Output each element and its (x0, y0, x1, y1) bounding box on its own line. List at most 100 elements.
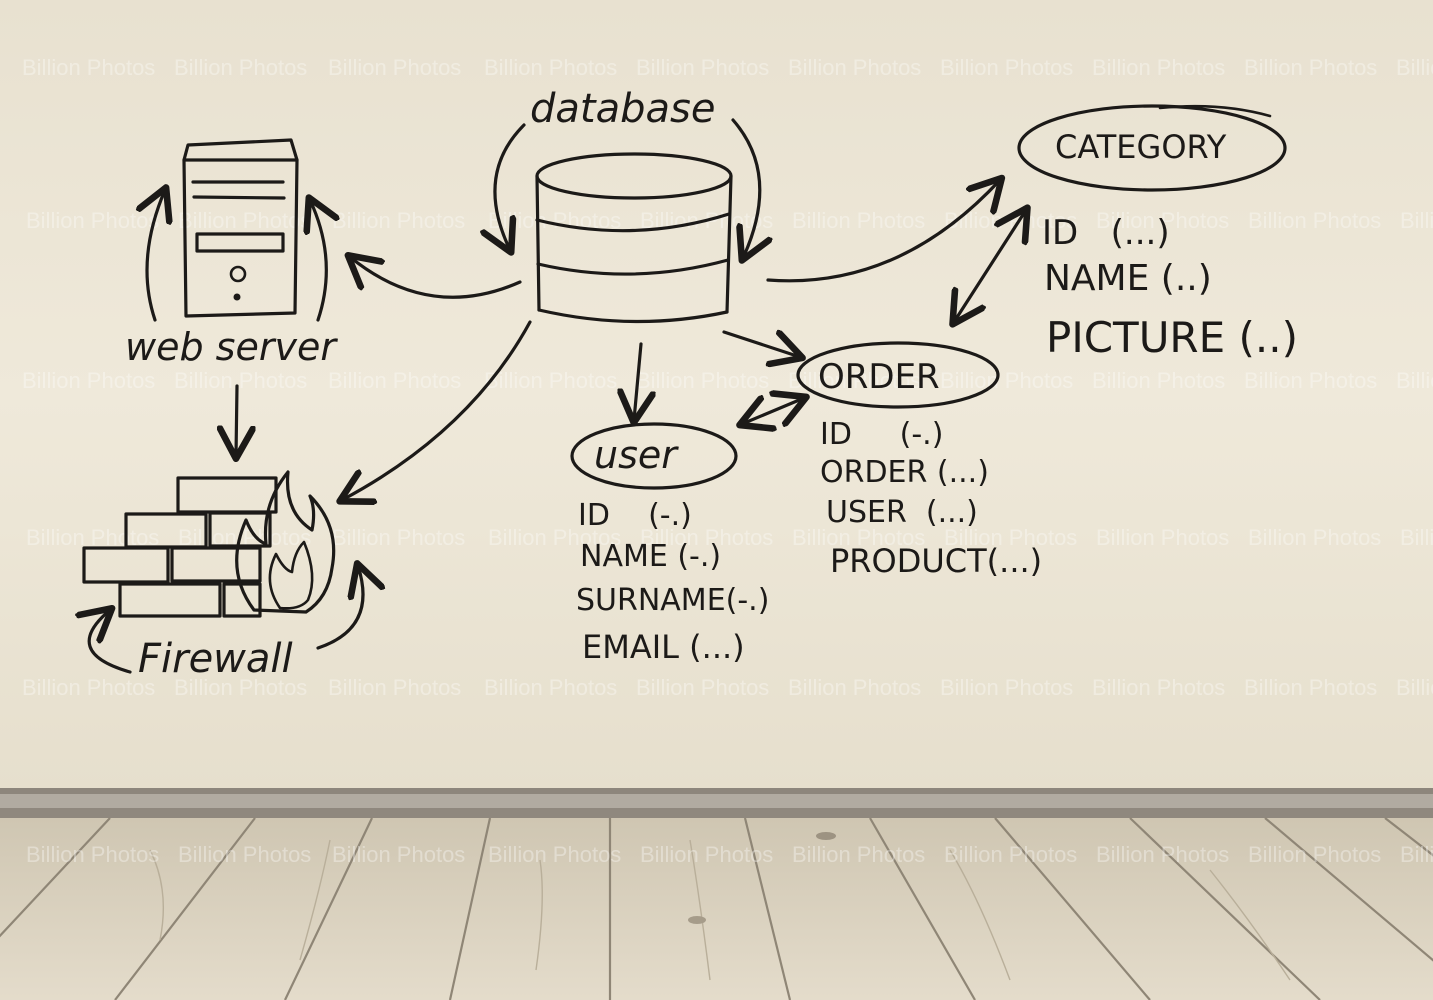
wall (0, 0, 1433, 790)
watermark-text: Billion Photos (1092, 368, 1225, 393)
watermark-text: Billion Photos (636, 368, 769, 393)
server-tower-icon (182, 138, 299, 318)
watermark-text: Billion Photos (174, 675, 307, 700)
watermark-text: Billion Photos (640, 525, 773, 550)
watermark-text: Billion Photos (332, 525, 465, 550)
server-left-loop-arrow (147, 190, 165, 322)
watermark-text: Billion Photos (1248, 525, 1381, 550)
user-title: user (594, 433, 679, 477)
watermark-text: Billion Photos (488, 525, 621, 550)
firewall-node: Firewall (82, 470, 363, 682)
watermark-text: Billion Photos (1096, 842, 1229, 867)
watermark-text: Billion Photos (26, 208, 159, 233)
user-field: EMAIL (...) (582, 628, 745, 666)
watermark-text: Billion Photos (332, 842, 465, 867)
watermark-text: Billion Photos (1396, 675, 1433, 700)
watermark-text: Billion Photos (328, 55, 461, 80)
watermark-text: Billion Photos (792, 842, 925, 867)
watermark-text: Billion Photos (1248, 208, 1381, 233)
watermark-text: Billion Photos (484, 675, 617, 700)
order-entity: ORDER ID (-.) ORDER (...) USER (...) PRO… (796, 341, 1042, 580)
arrow-db-to-webserver (350, 257, 522, 299)
watermark-text: Billion Photos (1244, 675, 1377, 700)
order-field: USER (...) (826, 495, 978, 530)
watermark-text: Billion Photos (174, 368, 307, 393)
watermark-text: Billion Photos (940, 55, 1073, 80)
watermark-text: Billion Photos (792, 525, 925, 550)
watermark-text: Billion Photos (22, 675, 155, 700)
wooden-floor (0, 817, 1433, 1000)
watermark-text: Billion Photos (26, 842, 159, 867)
watermark-text: Billion Photos (178, 208, 311, 233)
baseboard (0, 788, 1433, 818)
watermark-text: Billion Photos (1244, 55, 1377, 80)
watermark-text: Billion Photos (944, 525, 1077, 550)
firewall-left-curl-arrow (89, 610, 132, 674)
brick-wall-icon (82, 476, 278, 618)
connector-arrows (236, 180, 1026, 500)
watermark-text: Billion Photos (22, 55, 155, 80)
watermark-text: Billion Photos (940, 675, 1073, 700)
watermark-text: Billion Photos (328, 675, 461, 700)
watermark-text: Billion Photos (484, 55, 617, 80)
watermark-text: Billion Photos (1396, 368, 1433, 393)
user-field: NAME (-.) (580, 539, 721, 574)
category-oval (1017, 104, 1287, 192)
arrow-db-to-firewall (342, 320, 532, 500)
firewall-label: Firewall (138, 636, 293, 682)
fire-icon (235, 470, 336, 614)
category-field: PICTURE (..) (1046, 313, 1298, 362)
db-left-loop-arrow (495, 123, 526, 250)
user-field: ID (-.) (578, 498, 692, 533)
arrow-db-to-order (722, 332, 800, 357)
category-field: NAME (..) (1044, 258, 1212, 299)
order-field: ORDER (...) (820, 455, 989, 490)
watermark-text: Billion Photos (1092, 675, 1225, 700)
database-label: database (530, 86, 715, 132)
watermark-text: Billion Photos (1248, 842, 1381, 867)
order-oval (796, 341, 1000, 409)
watermark-text: Billion Photos (1244, 368, 1377, 393)
server-right-loop-arrow (310, 200, 326, 322)
watermark-text: Billion Photos (944, 842, 1077, 867)
arrow-db-to-user (634, 342, 641, 420)
watermark-text: Billion Photos (174, 55, 307, 80)
watermark-text: Billion Photos (488, 842, 621, 867)
order-field: ID (-.) (820, 417, 943, 452)
watermark-text: Billion Photos (788, 55, 921, 80)
watermark-text: Billion Photos (22, 368, 155, 393)
arrow-order-category (954, 210, 1026, 322)
watermark-text: Billion Photos (636, 675, 769, 700)
watermark-text: Billion Photos (788, 675, 921, 700)
watermark-text: Billion Photos (328, 368, 461, 393)
watermark-text: Billion Photos (1400, 525, 1433, 550)
watermark-text: Billion Photos (178, 842, 311, 867)
watermark-text: Billion Photos (1400, 842, 1433, 867)
web-server-node: web server (125, 138, 338, 369)
watermark-text: Billion Photos (640, 842, 773, 867)
category-entity: CATEGORY ID (...) NAME (..) PICTURE (..) (1017, 104, 1298, 362)
watermark-text: Billion Photos (1092, 55, 1225, 80)
web-server-label: web server (125, 325, 338, 369)
watermark-text: Billion Photos (940, 368, 1073, 393)
watermark-text: Billion Photos (792, 208, 925, 233)
watermark-text: Billion Photos (1400, 208, 1433, 233)
watermark-text: Billion Photos (332, 208, 465, 233)
user-field: SURNAME(-.) (576, 583, 769, 618)
database-cylinder-icon (535, 152, 733, 324)
watermark-text: Billion Photos (1096, 208, 1229, 233)
category-title: CATEGORY (1055, 128, 1227, 166)
category-field: ID (...) (1042, 213, 1170, 253)
database-node: database (495, 86, 760, 324)
watermark-text: Billion Photos (636, 55, 769, 80)
db-right-loop-arrow (731, 118, 760, 258)
arrow-user-order (742, 398, 804, 424)
order-title: ORDER (818, 357, 940, 397)
firewall-right-curl-arrow (316, 566, 363, 650)
watermark-text: Billion Photos (1096, 525, 1229, 550)
order-field: PRODUCT(...) (830, 542, 1042, 580)
watermark-text: Billion Photos (1396, 55, 1433, 80)
arrow-webserver-to-firewall (236, 384, 237, 456)
watermark-text: Billion Photos (484, 368, 617, 393)
